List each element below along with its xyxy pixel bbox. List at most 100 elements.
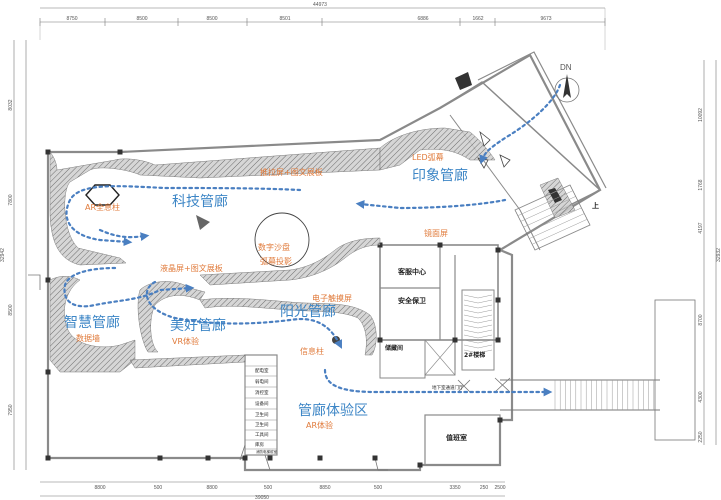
stair2-step-9: [463, 339, 479, 344]
compass-label: DN: [560, 63, 572, 72]
dim-left-seg-1: 8032: [8, 99, 14, 110]
dim-right-seg-4: 8700: [698, 314, 704, 325]
dim-top-seg-4: 8501: [279, 16, 290, 22]
small-room-5: 卫生间: [255, 411, 269, 418]
stair2-step-10: [463, 344, 479, 349]
flow-path-impression-exit: [355, 198, 507, 210]
east-stair-step-2: [520, 196, 576, 222]
dim-bottom-seg-8: 250: [480, 485, 489, 491]
dim-bottom-seg-7: 3350: [449, 485, 460, 491]
dim-top-seg-2: 8500: [136, 16, 147, 22]
dim-bottom-seg-4: 500: [264, 485, 273, 491]
dim-left-seg-4: 7950: [8, 404, 14, 415]
east-stair-step-0: [514, 184, 571, 211]
small-room-8: 库房: [255, 441, 264, 448]
zone-label-tech: 科技管廊: [172, 193, 228, 210]
exhibit-walls: [49, 72, 591, 373]
stair2-step-2: [463, 304, 479, 309]
stair2-step-11: [463, 349, 479, 354]
exhibit-label-vr: VR体验: [172, 336, 199, 346]
zone-label-wisdom: 智慧管廊: [64, 314, 120, 331]
dim-bottom-seg-6: 500: [374, 485, 383, 491]
zone-label-beauty: 美好管廊: [170, 317, 226, 334]
flow-path-tech-return: [145, 280, 342, 349]
stair2-step-5: [463, 319, 479, 324]
east-stair-step-6: [532, 219, 588, 245]
column-9: [417, 462, 423, 468]
visitor-flow: [63, 83, 562, 397]
stair2-step-b-4: [477, 314, 493, 319]
compass: DN: [554, 63, 580, 103]
stair2-step-b-9: [477, 339, 493, 344]
dim-top-seg-7: 9673: [540, 16, 551, 22]
dim-right-seg-1: 10092: [698, 108, 704, 122]
column-12: [495, 247, 501, 253]
stair2-step-b-7: [477, 329, 493, 334]
exhibit-label-digital-sand: 数字沙盘: [258, 242, 290, 252]
stair2-step-b-0: [477, 294, 493, 299]
flow-path-tech: [65, 185, 302, 247]
dim-top-total: 44973: [313, 2, 327, 8]
stair2-step-6: [463, 324, 479, 329]
small-room-2: 弱电间: [255, 378, 269, 385]
exhibit-label-lcd: 液晶屏+图文展板: [160, 263, 223, 273]
zone-labels: 科技管廊 印象管廊 智慧管廊 美好管廊 阳光管廊 管廊体验区: [64, 167, 468, 419]
digital-sand-table: [254, 212, 310, 268]
column-16: [497, 417, 503, 423]
stair2-step-b-6: [477, 324, 493, 329]
exhibit-label-data-wall: 数据墙: [76, 333, 100, 343]
exhibit-label-push-screen: 推拉屏+图文展板: [260, 167, 323, 177]
column-3: [45, 455, 51, 461]
column-5: [205, 455, 211, 461]
stair2-step-b-5: [477, 319, 493, 324]
column-2: [45, 369, 51, 375]
column-6: [267, 455, 273, 461]
stair2-step-b-8: [477, 334, 493, 339]
dim-left-seg-3: 8500: [8, 304, 14, 315]
exhibit-label-led: LED弧幕: [412, 152, 444, 162]
flow-path-experience: [323, 368, 553, 397]
column-17: [117, 149, 123, 155]
stair2-step-4: [463, 314, 479, 319]
ar-column-hexagon: [85, 184, 120, 206]
column-8: [372, 455, 378, 461]
east-stair-step-5: [529, 213, 585, 239]
east-stair-step-7: [534, 224, 591, 251]
dim-left-total: 32942: [0, 248, 6, 262]
stair2-step-b-11: [477, 349, 493, 354]
dim-right-seg-3: 4197: [698, 222, 704, 233]
column-14: [452, 337, 458, 343]
room-label-storage: 储藏间: [384, 344, 403, 352]
dim-bottom-total: 39050: [255, 495, 269, 500]
stair2-step-b-10: [477, 344, 493, 349]
dim-bottom-seg-2: 500: [154, 485, 163, 491]
stair2-step-7: [463, 329, 479, 334]
north-arrow-icon: [563, 74, 571, 98]
column-4: [157, 455, 163, 461]
dim-bottom-seg-3: 8800: [206, 485, 217, 491]
dim-right-seg-6: 2250: [698, 431, 704, 442]
room-labels: 客服中心 安全保卫 储藏间 2#楼梯 地下室通道门厅 值班室 上 配电室 弱电间…: [255, 201, 599, 454]
dim-top-seg-5: 6886: [417, 16, 428, 22]
dim-top-seg-1: 8750: [66, 16, 77, 22]
room-label-security: 安全保卫: [398, 296, 426, 305]
room-label-customer-service: 客服中心: [397, 267, 426, 276]
exhibit-labels: LED弧幕 推拉屏+图文展板 AR全息柱 数字沙盘 弧幕投影 镜面屏 液晶屏+图…: [76, 152, 448, 430]
east-stair-step-1: [517, 190, 573, 216]
column-13: [377, 337, 383, 343]
dimension-left: 8032 7800 8500 7950 32942: [0, 40, 27, 470]
exhibit-label-info-column: 信息柱: [300, 346, 324, 356]
column-1: [45, 277, 51, 283]
stair2-step-3: [463, 309, 479, 314]
exhibit-label-touch: 电子触摸屏: [312, 293, 352, 303]
small-room-4: 设备间: [255, 400, 269, 407]
stair2-step-b-2: [477, 304, 493, 309]
column-11: [437, 242, 443, 248]
small-room-9: 消防电梯前室: [256, 449, 277, 454]
dim-right-seg-5: 4300: [698, 391, 704, 402]
room-label-duty: 值班室: [446, 433, 467, 442]
exhibit-label-arc-projection: 弧幕投影: [260, 256, 292, 266]
room-label-stairs2: 2#楼梯: [464, 351, 485, 359]
small-room-6: 卫生间: [255, 421, 269, 428]
